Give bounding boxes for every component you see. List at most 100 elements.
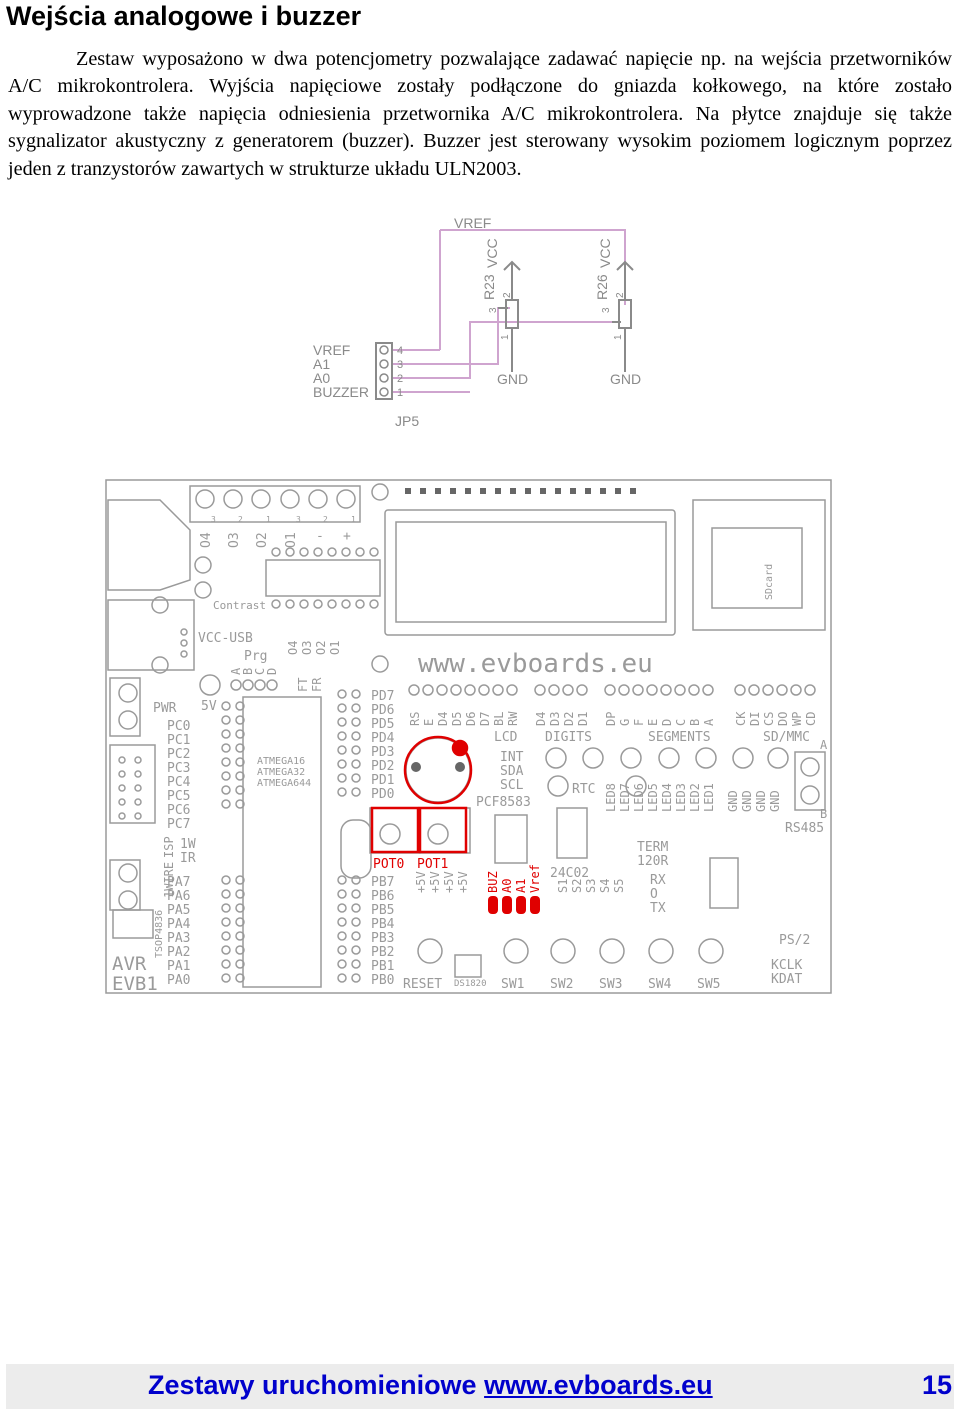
port-pa2: PA2: [167, 945, 190, 960]
r23-gnd-label: GND: [497, 371, 528, 387]
rs485-a: A: [820, 738, 828, 752]
port-pa4: PA4: [167, 917, 191, 932]
term-pin-1b: 1: [351, 515, 356, 524]
port-pb4: PB4: [371, 917, 395, 932]
led-2: LED2: [688, 783, 702, 812]
page-footer: Zestawy uruchomieniowe www.evboards.eu 1…: [6, 1364, 954, 1409]
digit-pin-d2: D2: [562, 712, 576, 726]
port-pd4: PD4: [371, 731, 395, 746]
port-pa0: PA0: [167, 973, 190, 988]
port-pc6: PC6: [167, 803, 190, 818]
gnd-1: GND: [726, 790, 740, 812]
out-o1: O1: [328, 641, 342, 655]
r26-gnd-label: GND: [610, 371, 641, 387]
r26-pin3-label: 3: [601, 307, 612, 313]
out-o4: O4: [286, 641, 300, 655]
pot1-label: POT1: [417, 857, 448, 872]
board-url: www.evboards.eu: [418, 649, 653, 679]
sd-pin-di: DI: [748, 712, 762, 726]
sw4-label: SW4: [648, 977, 672, 992]
term-r-label: 120R: [637, 854, 668, 869]
5v-label: 5V: [201, 699, 217, 714]
footer-link[interactable]: www.evboards.eu: [484, 1370, 713, 1400]
isp-label: ISP: [162, 836, 176, 858]
schematic-diagram: VREF VCC R23 2 3 1 GND VCC R26 2 3 1 GND…: [313, 215, 641, 429]
port-pb1: PB1: [371, 959, 394, 974]
plus5v-2: +5V: [428, 871, 442, 893]
r26-name-label: R26: [594, 274, 610, 300]
term-pin-1a: 1: [266, 515, 271, 524]
port-pd2: PD2: [371, 759, 394, 774]
sw-pin-s4: S4: [598, 879, 612, 893]
term-o4: O4: [199, 532, 214, 548]
port-pb5: PB5: [371, 903, 394, 918]
port-pa6: PA6: [167, 889, 190, 904]
tsop-label: TSOP4836: [154, 910, 165, 958]
seg-pin-b: B: [688, 719, 702, 726]
footer-title-prefix: Zestawy uruchomieniowe: [148, 1370, 485, 1400]
sw2-label: SW2: [550, 977, 573, 992]
reset-label: RESET: [403, 977, 442, 992]
sd-pin-cs: CS: [762, 712, 776, 726]
r23-pin2-label: 2: [502, 292, 513, 298]
r23-pin3-label: 3: [488, 307, 499, 313]
port-pd3: PD3: [371, 745, 394, 760]
term-plus: +: [343, 529, 351, 544]
seg-pin-dp: DP: [604, 712, 618, 726]
seg-pin-d: D: [660, 719, 674, 726]
digits-label: DIGITS: [545, 730, 592, 745]
sdmmc-label: SD/MMC: [763, 730, 810, 745]
term-label: TERM: [637, 840, 668, 855]
r26-pin1-label: 1: [613, 334, 624, 340]
port-pd0: PD0: [371, 787, 394, 802]
mcu-label-2: ATMEGA32: [257, 767, 305, 778]
jp5-pin-2: 2: [397, 373, 403, 385]
sw-pin-s1: S1: [556, 879, 570, 893]
term-pin-3a: 3: [211, 515, 216, 524]
term-o1: O1: [284, 532, 299, 548]
port-pb3: PB3: [371, 931, 394, 946]
port-pa1: PA1: [167, 959, 190, 974]
pwr-label: PWR: [153, 701, 177, 716]
page-number: 15: [921, 1370, 952, 1400]
pcf-int: INT: [500, 750, 524, 765]
uart-rx: RX: [650, 873, 666, 888]
1w-label: 1W: [180, 837, 196, 852]
pot0-label: POT0: [373, 857, 404, 872]
r26-vcc-label: VCC: [597, 238, 613, 268]
port-pd5: PD5: [371, 717, 394, 732]
term-o3: O3: [227, 532, 242, 548]
port-pb0: PB0: [371, 973, 394, 988]
port-pd7: PD7: [371, 689, 394, 704]
seg-pin-c: C: [674, 719, 688, 726]
term-o2: O2: [255, 532, 270, 548]
lcd-pin-d5: D5: [450, 712, 464, 726]
pcf-sda: SDA: [500, 764, 524, 779]
lcd-pin-d7: D7: [478, 712, 492, 726]
jp5-name-label: JP5: [395, 413, 419, 429]
port-pc1: PC1: [167, 733, 190, 748]
lcd-pin-bl: BL: [492, 712, 506, 726]
port-pc2: PC2: [167, 747, 190, 762]
led-7: LED7: [618, 783, 632, 812]
term-pin-3b: 3: [296, 515, 301, 524]
sd-pin-do: DO: [776, 712, 790, 726]
sdcard-label: SDcard: [764, 564, 775, 600]
abcd-d: D: [265, 668, 279, 675]
jp5-signal-buzzer: BUZZER: [313, 384, 369, 400]
sw-pin-s2: S2: [570, 879, 584, 893]
gnd-2: GND: [740, 790, 754, 812]
rs485-label: RS485: [785, 821, 824, 836]
digit-pin-d3: D3: [548, 712, 562, 726]
jp5-pin-4: 4: [397, 345, 403, 357]
jp5-pin-3: 3: [397, 359, 403, 371]
lcd-pin-d6: D6: [464, 712, 478, 726]
jp5-pin-1: 1: [397, 387, 403, 399]
vcc-usb-label: VCC-USB: [198, 631, 253, 646]
board-name-evb1: EVB1: [112, 973, 158, 995]
eeprom-label: 24C02: [550, 866, 589, 881]
port-pc4: PC4: [167, 775, 191, 790]
r26-pin2-label: 2: [615, 292, 626, 298]
port-pb2: PB2: [371, 945, 394, 960]
board-name-avr: AVR: [112, 953, 147, 975]
